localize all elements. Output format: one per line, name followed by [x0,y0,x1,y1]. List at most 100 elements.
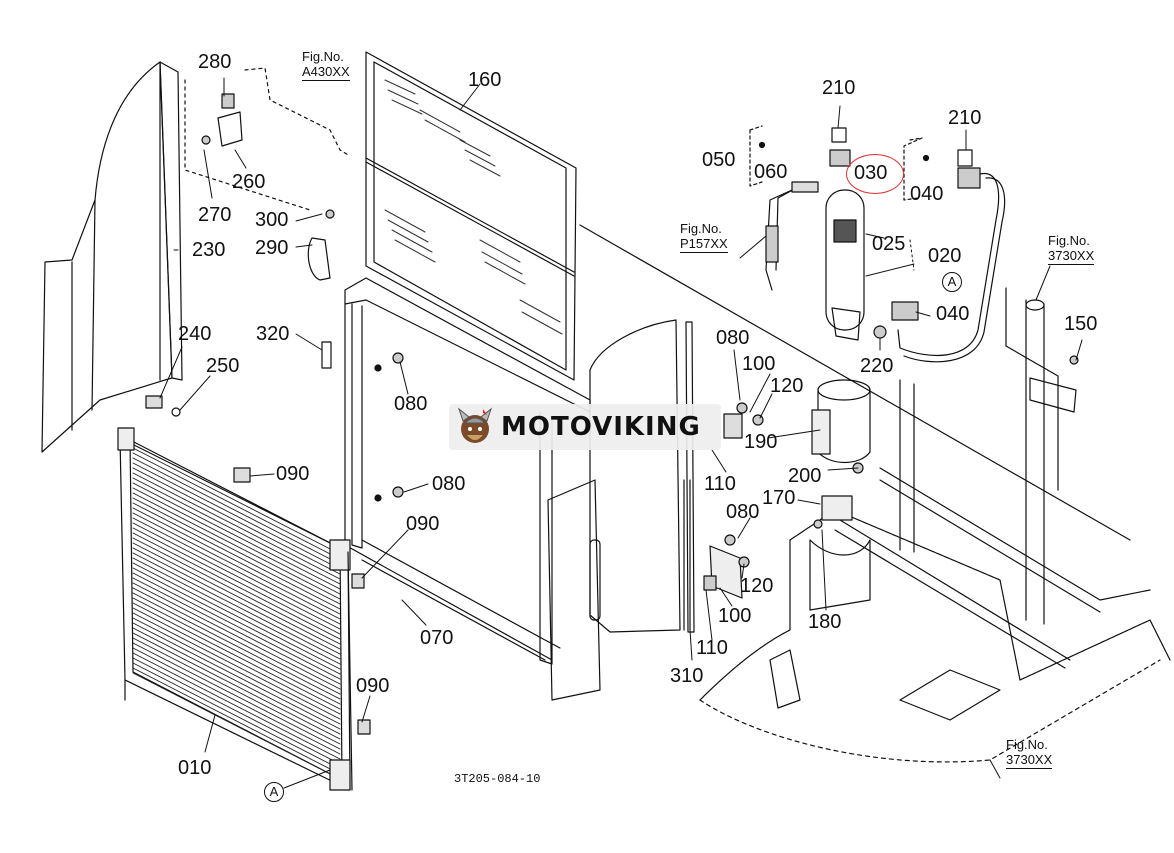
mount-frame [344,277,591,665]
condenser-fin-line [132,452,341,560]
label-060: 060 [754,161,788,183]
label-110-a: 110 [704,473,736,495]
condenser-fin-line [132,447,341,555]
label-150: 150 [1064,313,1098,335]
condenser-fin-line [132,657,341,765]
fig-ref-3730xx-top: Fig.No. 3730XX [1048,233,1095,265]
condenser-fin-line [132,502,341,610]
condenser-fin-line [132,627,341,735]
condenser-fin-line [132,507,341,615]
condenser-fin-line [132,482,341,590]
condenser-fin-line [132,457,341,565]
condenser-fin-line [132,512,341,620]
condenser-fin-line [132,647,341,755]
label-080-c: 080 [716,327,750,349]
side-panel-230 [41,61,183,453]
label-220: 220 [860,355,894,377]
condenser-fin-line [132,622,341,730]
duct-panel [547,319,695,701]
label-240: 240 [178,323,212,345]
pipe-310 [683,479,691,631]
condenser-fin-line [132,527,341,635]
mount-brackets [233,352,404,735]
condenser-fin-line [132,467,341,575]
condenser-fin-line [132,617,341,725]
label-025: 025 [872,233,906,255]
base-plate [579,224,1171,763]
condenser-fin-line [132,477,341,585]
watermark-text: MOTOVIKING [501,412,701,442]
label-110-b: 110 [696,637,728,659]
ref-marker-a-top: A [942,272,962,292]
label-080-d: 080 [726,501,760,523]
label-210-a: 210 [822,77,856,99]
fig-ref-3730xx-bottom: Fig.No. 3730XX [1006,737,1053,769]
label-080-b: 080 [432,473,466,495]
receiver-drier-group [749,125,1006,363]
label-100-b: 100 [718,605,752,627]
fig-ref-a430xx: Fig.No. A430XX [302,49,350,81]
condenser-fin-line [132,592,341,700]
condenser-fin-line [132,537,341,645]
label-210-b: 210 [948,107,982,129]
label-170: 170 [762,487,796,509]
viking-logo-icon [457,407,493,443]
condenser-fin-line [132,652,341,760]
condenser-010 [117,427,353,791]
label-280: 280 [198,51,232,73]
condenser-fin-line [132,517,341,625]
label-250: 250 [206,355,240,377]
label-030: 030 [854,162,888,184]
condenser-fin-line [132,662,341,770]
label-270: 270 [198,204,232,226]
label-050: 050 [702,149,736,171]
condenser-fin-line [132,472,341,580]
label-160: 160 [468,69,502,91]
highlight-circle-030 [846,154,904,194]
diagram-code: 3T205-084-10 [454,772,541,786]
condenser-fin-line [132,602,341,710]
condenser-fin-line [132,582,341,690]
condenser-fin-line [132,672,341,780]
label-300: 300 [255,209,289,231]
label-320: 320 [256,323,290,345]
lower-bracket-group [703,534,750,599]
condenser-fin-line [132,552,341,660]
watermark: MOTOVIKING [449,404,721,450]
frame-edge-a430 [184,67,351,211]
label-120-b: 120 [740,575,774,597]
condenser-fin-line [132,587,341,695]
condenser-fin-line [132,572,341,680]
condenser-fin-line [132,462,341,570]
condenser-fin-line [132,612,341,720]
label-090-a: 090 [276,463,310,485]
label-040-b: 040 [936,303,970,325]
label-080-a: 080 [394,393,428,415]
leader-lines [159,77,1083,789]
condenser-fin-line [132,562,341,670]
condenser-fin-line [132,637,341,745]
label-070: 070 [420,627,454,649]
condenser-fin-line [132,547,341,655]
condenser-fin-line [132,557,341,665]
label-090-c: 090 [356,675,390,697]
label-100-a: 100 [742,353,776,375]
condenser-fin-line [132,497,341,605]
condenser-fin-line [132,492,341,600]
condenser-fin-line [132,667,341,775]
condenser-fin-line [132,522,341,630]
label-040-a: 040 [910,183,944,205]
label-020: 020 [928,245,962,267]
label-190: 190 [744,431,778,453]
fig-ref-p157xx: Fig.No. P157XX [680,221,728,253]
hinge-hardware [145,93,335,417]
label-180: 180 [808,611,842,633]
label-010: 010 [178,757,212,779]
label-230: 230 [192,239,226,261]
dust-screen-160 [365,51,577,381]
label-200: 200 [788,465,822,487]
label-090-b: 090 [406,513,440,535]
condenser-fin-line [132,532,341,640]
